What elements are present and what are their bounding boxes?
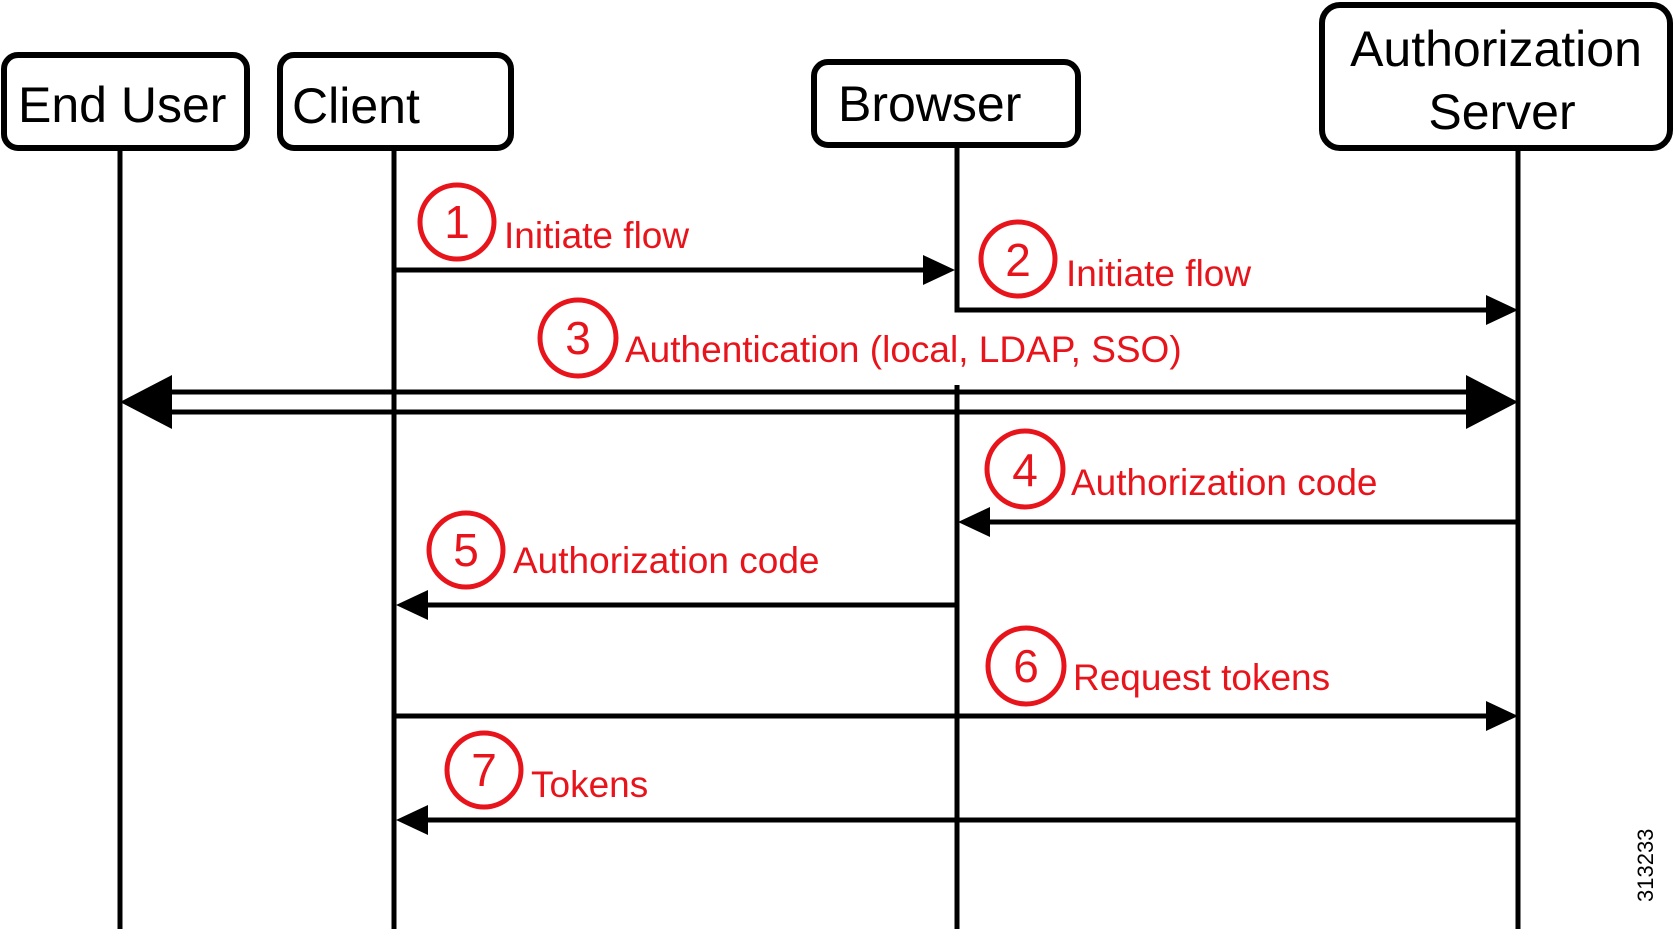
arrowhead-left-icon <box>958 507 990 537</box>
message-label-1: Initiate flow <box>504 215 689 256</box>
step-number-2: 2 <box>1005 234 1031 286</box>
actor-end-user: End User <box>1 52 250 151</box>
step-circle-7 <box>444 730 524 810</box>
message-label-4: Authorization code <box>1071 462 1377 503</box>
step-circle-2 <box>978 219 1058 299</box>
message-1: 1 Initiate flow <box>394 182 955 285</box>
arrowhead-left-icon <box>396 805 428 835</box>
message-label-7: Tokens <box>531 764 648 805</box>
step-circle-3 <box>537 297 619 379</box>
actor-auth-server: Authorization Server <box>1319 2 1673 151</box>
arrowhead-right-icon <box>1466 375 1518 429</box>
actor-client-label: Client <box>292 78 420 134</box>
arrowhead-left-icon <box>120 375 172 429</box>
arrowhead-right-icon <box>923 255 955 285</box>
message-7: 7 Tokens <box>396 730 1518 835</box>
step-number-5: 5 <box>453 524 479 576</box>
message-6: 6 Request tokens <box>394 625 1518 731</box>
step-number-3: 3 <box>565 312 591 364</box>
message-3: 3 Authentication (local, LDAP, SSO) <box>120 297 1518 429</box>
arrowhead-right-icon <box>1486 701 1518 731</box>
message-2: 2 Initiate flow <box>954 145 1518 325</box>
message-label-2: Initiate flow <box>1066 253 1251 294</box>
step-number-4: 4 <box>1012 444 1038 496</box>
step-circle-1 <box>417 182 497 262</box>
message-label-6: Request tokens <box>1073 657 1330 698</box>
actor-auth-server-label-line1: Authorization <box>1350 21 1642 77</box>
actor-browser: Browser <box>811 59 1081 148</box>
step-number-1: 1 <box>444 196 470 248</box>
step-number-7: 7 <box>471 744 497 796</box>
message-4: 4 Authorization code <box>958 428 1518 537</box>
actor-client: Client <box>277 52 514 151</box>
arrowhead-right-icon <box>1486 295 1518 325</box>
message-label-3: Authentication (local, LDAP, SSO) <box>625 329 1182 370</box>
step-number-6: 6 <box>1013 640 1039 692</box>
actor-end-user-label: End User <box>18 77 226 133</box>
message-label-5: Authorization code <box>513 540 819 581</box>
step-circle-5 <box>426 510 506 590</box>
step-circle-6 <box>985 625 1067 707</box>
arrowhead-left-icon <box>396 590 428 620</box>
message-5: 5 Authorization code <box>396 510 957 620</box>
figure-id: 313233 <box>1633 829 1658 902</box>
actor-browser-label: Browser <box>838 76 1021 132</box>
actor-auth-server-label-line2: Server <box>1428 84 1575 140</box>
step-circle-4 <box>984 428 1066 510</box>
